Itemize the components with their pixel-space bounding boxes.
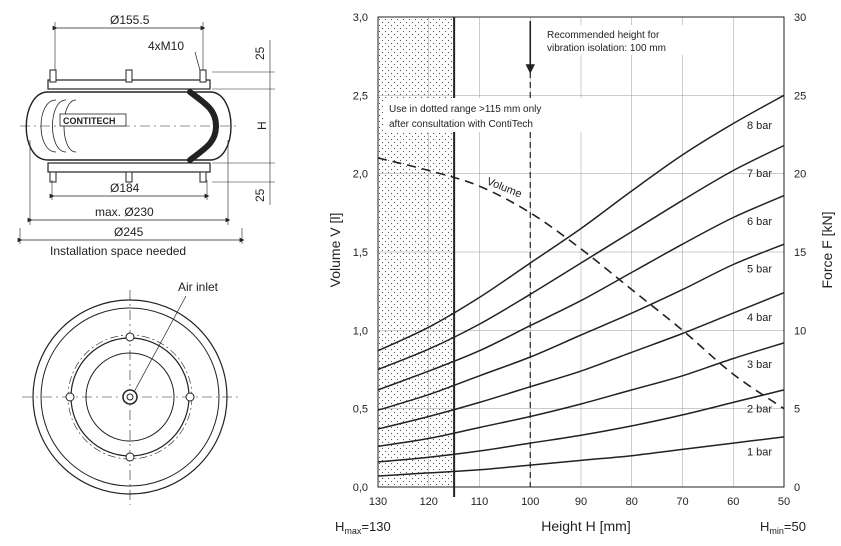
dim-max-label: max. Ø230	[95, 205, 154, 219]
dim-thread-label: 4xM10	[148, 39, 184, 53]
force-series-label: 4 bar	[747, 312, 772, 324]
force-series-label: 8 bar	[747, 120, 772, 132]
force-series-label: 5 bar	[747, 263, 772, 275]
bolt-hole-left	[65, 392, 75, 402]
y-left-tick-label: 3,0	[353, 12, 368, 24]
x-axis-ticks: 130 120 110 100 90 80 70 60 50	[369, 496, 790, 508]
force-series-line	[377, 94, 785, 352]
y-right-tick-label: 25	[794, 90, 806, 102]
y-right-tick-label: 5	[794, 404, 800, 416]
y-right-axis-ticks: 0 5 10 15 20 25 30	[794, 12, 806, 494]
y-left-axis-label: Volume V [l]	[327, 213, 343, 288]
dim-space-label: Ø245	[114, 225, 144, 239]
bolt-top-mid	[125, 69, 133, 83]
y-right-tick-label: 10	[794, 325, 806, 337]
bolt-top-right	[199, 69, 207, 83]
dim-height-label: H	[255, 121, 269, 130]
bolt-hole-top	[125, 332, 135, 342]
y-left-tick-label: 2,0	[353, 169, 368, 181]
top-view-drawing: Air inlet	[22, 280, 238, 505]
x-tick-label: 130	[369, 496, 387, 508]
install-note: Installation space needed	[50, 244, 186, 258]
dim-d184-label: Ø184	[110, 181, 140, 195]
recommended-note-line1: Recommended height for	[547, 30, 660, 41]
x-tick-label: 100	[521, 496, 539, 508]
x-tick-label: 90	[575, 496, 587, 508]
bellows-right-bead	[187, 89, 220, 163]
dotted-note-line1: Use in dotted range >115 mm only	[389, 104, 541, 115]
force-series-line	[377, 292, 785, 430]
bottom-plate	[47, 162, 211, 173]
recommended-note-line2: vibration isolation: 100 mm	[547, 43, 666, 54]
dim-flange-label: Ø155.5	[110, 13, 150, 27]
force-series-line	[377, 342, 785, 448]
y-left-tick-label: 1,0	[353, 325, 368, 337]
x-axis-label: Height H [mm]	[541, 518, 630, 534]
dim-top-label: 25	[253, 46, 267, 60]
x-tick-label: 70	[676, 496, 688, 508]
dotted-note-line2: after consultation with ContiTech	[389, 119, 533, 130]
dim-bottom-label: 25	[253, 188, 267, 202]
y-left-tick-label: 1,5	[353, 247, 368, 259]
force-series-line	[377, 144, 785, 371]
force-series-label: 2 bar	[747, 404, 772, 416]
y-left-tick-label: 2,5	[353, 90, 368, 102]
y-left-axis-ticks: 0,0 0,5 1,0 1,5 2,0 2,5 3,0	[353, 12, 368, 494]
y-left-tick-label: 0,5	[353, 404, 368, 416]
bolt-hole-bottom	[125, 452, 135, 462]
force-series-line	[377, 194, 785, 391]
force-series-label: 7 bar	[747, 168, 772, 180]
x-tick-label: 120	[420, 496, 438, 508]
bolt-hole-right	[185, 392, 195, 402]
y-left-tick-label: 0,0	[353, 482, 368, 494]
y-right-tick-label: 0	[794, 482, 800, 494]
y-right-tick-label: 30	[794, 12, 806, 24]
y-right-tick-label: 20	[794, 169, 806, 181]
force-series-group: 8 bar 7 bar 6 bar 5 bar 4 bar 3 bar 2 bar 1 bar	[377, 94, 785, 477]
air-inlet-label: Air inlet	[178, 280, 219, 294]
bolt-bottom-left	[49, 171, 57, 183]
force-series-line	[377, 243, 785, 411]
force-series-line	[377, 436, 785, 477]
volume-series-line	[377, 157, 785, 410]
bolt-bottom-mid	[125, 171, 133, 183]
bolt-top-left	[49, 69, 57, 83]
volume-series-label: Volume	[485, 176, 524, 201]
side-view-drawing: Ø155.5 4xM10 CONTITECH 25 H 25	[17, 13, 275, 258]
y-right-axis-label: Force F [kN]	[819, 211, 835, 288]
force-series-label: 6 bar	[747, 216, 772, 228]
force-series-label: 1 bar	[747, 446, 772, 458]
force-series-line	[377, 389, 785, 463]
x-tick-label: 60	[727, 496, 739, 508]
x-tick-label: 80	[626, 496, 638, 508]
hmax-label: Hmax=130	[335, 519, 391, 536]
logo-text: CONTITECH	[63, 116, 116, 126]
chart: Use in dotted range >115 mm only after c…	[327, 12, 835, 536]
y-right-tick-label: 15	[794, 247, 806, 259]
logo-box	[59, 113, 127, 127]
plot-frame	[377, 16, 785, 488]
force-series-label: 3 bar	[747, 359, 772, 371]
bolt-bottom-right	[199, 171, 207, 183]
x-tick-label: 110	[471, 496, 489, 508]
hmin-label: Hmin=50	[760, 519, 806, 536]
x-tick-label: 50	[778, 496, 790, 508]
